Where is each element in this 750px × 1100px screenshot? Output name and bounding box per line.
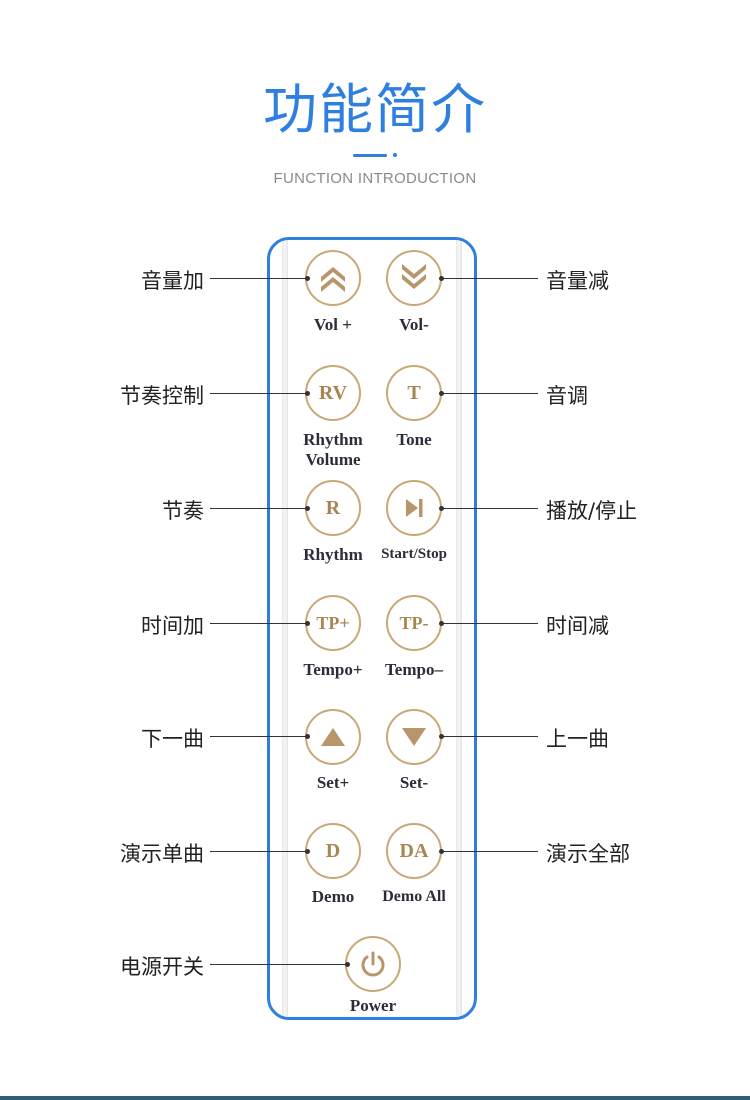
- callout-vol-up: 音量加: [141, 269, 204, 293]
- callout-tone: 音调: [546, 384, 588, 408]
- leader-dot: [305, 391, 310, 396]
- leader-tempo-up: [210, 623, 307, 624]
- title-underline-dot: [393, 153, 397, 157]
- set-down-button[interactable]: [386, 709, 442, 765]
- set-up-button[interactable]: [305, 709, 361, 765]
- callout-start-stop: 播放/停止: [546, 499, 638, 523]
- double-chevron-down-icon: [402, 264, 426, 289]
- vol-up-label: Vol +: [314, 315, 352, 334]
- leader-dot: [305, 276, 310, 281]
- vol-down-button[interactable]: [386, 250, 442, 306]
- play-pause-icon: [406, 499, 423, 517]
- panel-edge-right: [456, 240, 462, 1017]
- leader-dot: [305, 621, 310, 626]
- panel-edge-left: [282, 240, 288, 1017]
- leader-dot: [305, 734, 310, 739]
- rhythm-volume-button[interactable]: RV: [305, 365, 361, 421]
- demo-all-glyph: DA: [399, 839, 429, 862]
- remote-control-panel: [267, 237, 477, 1020]
- power-icon: [361, 951, 385, 977]
- callout-tempo-up: 时间加: [141, 614, 204, 638]
- callout-tempo-down: 时间减: [546, 614, 609, 638]
- demo-label: Demo: [311, 887, 355, 906]
- power-label: Power: [349, 996, 397, 1015]
- tempo-down-label: Tempo–: [385, 660, 443, 679]
- tempo-up-glyph: TP+: [316, 612, 350, 633]
- leader-rhythm-volume: [210, 393, 307, 394]
- vol-up-button[interactable]: [305, 250, 361, 306]
- callout-demo: 演示单曲: [120, 842, 204, 866]
- set-down-label: Set-: [399, 773, 429, 792]
- leader-rhythm: [210, 508, 307, 509]
- leader-dot: [305, 849, 310, 854]
- leader-demo: [210, 851, 307, 852]
- start-stop-label: Start/Stop: [381, 546, 447, 562]
- leader-dot: [305, 506, 310, 511]
- callout-rhythm-volume: 节奏控制: [120, 384, 204, 408]
- leader-demo-all: [441, 851, 538, 852]
- tempo-down-button[interactable]: TP-: [386, 595, 442, 651]
- rhythm-label: Rhythm: [303, 545, 363, 564]
- rhythm-button[interactable]: R: [305, 480, 361, 536]
- callout-vol-down: 音量减: [546, 269, 609, 293]
- callout-rhythm: 节奏: [162, 499, 204, 523]
- leader-tone: [441, 393, 538, 394]
- callout-set-down: 上一曲: [546, 727, 609, 751]
- demo-all-button[interactable]: DA: [386, 823, 442, 879]
- page-title: 功能简介: [263, 78, 487, 141]
- rhythm-glyph: R: [325, 496, 341, 519]
- triangle-down-icon: [402, 728, 426, 746]
- demo-button[interactable]: D: [305, 823, 361, 879]
- leader-set-up: [210, 736, 307, 737]
- demo-glyph: D: [325, 839, 341, 862]
- power-button[interactable]: [345, 936, 401, 992]
- rhythm-volume-label-line1: Rhythm: [303, 430, 363, 449]
- callout-demo-all: 演示全部: [546, 842, 630, 866]
- leader-tempo-down: [441, 623, 538, 624]
- tone-glyph: T: [407, 381, 421, 404]
- demo-all-label: Demo All: [382, 888, 446, 905]
- leader-vol-up: [210, 278, 307, 279]
- set-up-label: Set+: [316, 773, 350, 792]
- tone-label: Tone: [396, 430, 432, 449]
- callout-power: 电源开关: [120, 955, 204, 979]
- leader-set-down: [441, 736, 538, 737]
- triangle-up-icon: [321, 728, 345, 746]
- leader-power: [210, 964, 347, 965]
- double-chevron-up-icon: [321, 267, 345, 292]
- leader-vol-down: [441, 278, 538, 279]
- tempo-up-button[interactable]: TP+: [305, 595, 361, 651]
- rhythm-volume-glyph: RV: [318, 381, 348, 404]
- tempo-down-glyph: TP-: [399, 612, 429, 633]
- page-subtitle: FUNCTION INTRODUCTION: [273, 170, 477, 187]
- bottom-accent-bar: [0, 1096, 750, 1100]
- tone-button[interactable]: T: [386, 365, 442, 421]
- title-underline: [353, 154, 387, 157]
- leader-start-stop: [441, 508, 538, 509]
- leader-dot: [345, 962, 350, 967]
- tempo-up-label: Tempo+: [303, 660, 363, 679]
- callout-set-up: 下一曲: [141, 727, 204, 751]
- rhythm-volume-label-line2: Volume: [305, 450, 361, 469]
- vol-down-label: Vol-: [399, 315, 429, 334]
- start-stop-button[interactable]: [386, 480, 442, 536]
